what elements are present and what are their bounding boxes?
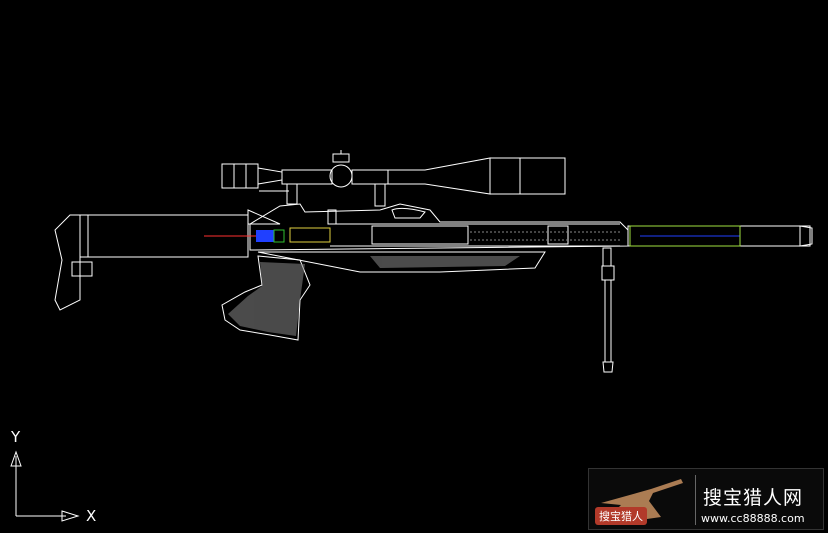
rifle-stock <box>54 214 249 311</box>
ucs-axis-icon <box>10 450 80 522</box>
watermark-divider <box>695 475 696 525</box>
watermark: 搜宝猎人 搜宝猎人网 www.cc88888.com <box>588 468 824 530</box>
ucs-x-label: X <box>86 507 97 525</box>
ucs-y-label: Y <box>11 428 21 446</box>
watermark-url: www.cc88888.com <box>701 512 805 525</box>
watermark-site-name: 搜宝猎人网 <box>703 487 804 509</box>
rifle-receiver <box>247 203 813 251</box>
internal-parts <box>204 225 741 247</box>
bipod <box>601 247 615 373</box>
rifle-scope <box>221 150 566 207</box>
grip-texture <box>228 256 520 336</box>
watermark-badge: 搜宝猎人 <box>595 507 647 525</box>
rifle-grip <box>221 251 546 341</box>
